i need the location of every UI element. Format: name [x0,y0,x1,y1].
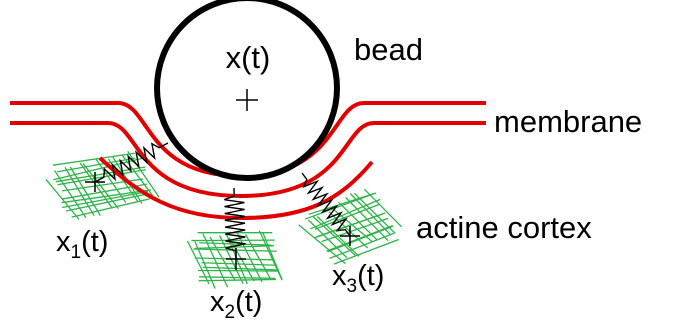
membrane-inner-line [10,121,486,199]
cortex-mesh-fiber [62,190,149,209]
cortex-mesh-fiber [52,152,135,166]
cortex-mesh-fiber [304,192,377,220]
x1-base: x [56,226,71,258]
cortex-mesh-fiber [329,232,394,260]
cortex-mesh-fiber [363,188,403,228]
cortex-mesh-fiber [353,192,396,235]
cortex-mesh-fiber [321,217,389,243]
cortex-mesh-fiber [199,242,272,246]
cortex-mesh-fiber [71,198,150,218]
bead-label: bead [354,32,423,67]
cortex-mesh-fiber [349,193,392,236]
bead-circle [154,0,340,181]
cortex-mesh-fiber [95,158,127,204]
x1-label: x1(t) [56,226,108,263]
cortex-mesh-fiber [198,278,276,282]
cortex-mesh-fiber [57,168,146,186]
x3-base: x [332,260,347,292]
cortex-mesh-fiber [245,234,271,279]
anchor-mark-1 [85,172,105,192]
bead-center-mark [236,89,258,111]
cortex-mesh-fiber [333,238,399,265]
cortex-mesh-fiber [199,276,276,280]
x2-subscript: 2 [225,302,236,323]
cortex-mesh-patch-1 [45,150,160,220]
x3-argument: (t) [357,260,384,292]
x2-label: x2(t) [210,286,262,323]
cortex-mesh-fiber [69,166,101,216]
cortex-mesh-fiber [64,167,95,216]
cortex-mesh-fiber [65,192,150,212]
spring-3 [301,172,351,237]
cortex-mesh-fiber [327,225,394,253]
cortex-mesh-fiber [345,197,389,242]
cortex-mesh-fiber [298,224,346,265]
cortex-line [98,156,374,221]
cortex-mesh-fiber [191,239,275,242]
cortex-mesh-fiber [202,233,229,288]
cortex-mesh-fiber [197,269,279,272]
cortex-mesh-fiber [201,262,277,266]
x3-label: x3(t) [332,260,384,297]
cortex-mesh-fiber [312,215,356,256]
cortex-mesh-fiber [262,232,283,280]
spring-2 [224,187,246,260]
cortex-mesh-fiber [121,154,154,197]
cortex-mesh-fiber [202,266,279,271]
x2-argument: (t) [235,286,262,318]
cortex-mesh-fiber [61,189,152,204]
cortex-mesh-patch-3 [298,188,403,265]
membrane-label: membrane [494,104,642,139]
cortex-mesh-fiber [326,225,393,252]
cortex-mesh-fiber [235,231,263,283]
x3-subscript: 3 [347,276,358,297]
bead-position-label: x(t) [226,40,271,75]
anchor-mark-3 [340,226,360,246]
cortex-mesh-fiber [127,150,160,198]
cortex-label: actine cortex [416,210,592,245]
cortex-mesh-fiber [328,211,369,249]
cortex-mesh-fiber [310,198,381,230]
cortex-mesh-fiber [258,230,283,281]
x2-base: x [210,286,225,318]
spring-1 [94,142,169,183]
x1-subscript: 1 [71,242,82,263]
cortex-mesh-fiber [56,157,135,173]
anchor-mark-2 [226,248,246,270]
x1-argument: (t) [81,226,108,258]
